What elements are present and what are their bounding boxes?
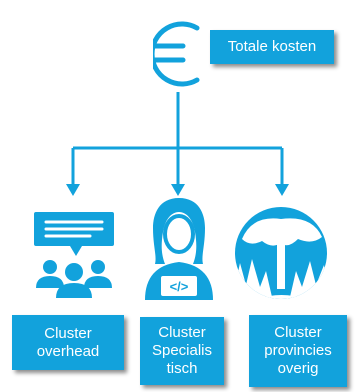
total-costs-box: Totale kosten [210, 30, 334, 64]
cluster-box-provincies-overig: Cluster provincies overig [249, 315, 347, 387]
cluster-label-overhead: Cluster overhead [36, 324, 100, 360]
svg-text:</>: </> [170, 279, 189, 294]
cluster-box-specialistisch: Cluster Specialis tisch [140, 317, 224, 385]
nature-tree-icon [235, 207, 327, 299]
developer-code-icon: </> [145, 198, 213, 300]
euro-icon [153, 21, 200, 87]
cluster-label-specialistisch: Cluster Specialis tisch [151, 324, 213, 377]
meeting-speech-icon [34, 212, 114, 298]
cluster-box-overhead: Cluster overhead [12, 315, 124, 370]
cluster-label-provincies-overig: Cluster provincies overig [264, 324, 332, 377]
total-costs-label: Totale kosten [227, 38, 317, 55]
